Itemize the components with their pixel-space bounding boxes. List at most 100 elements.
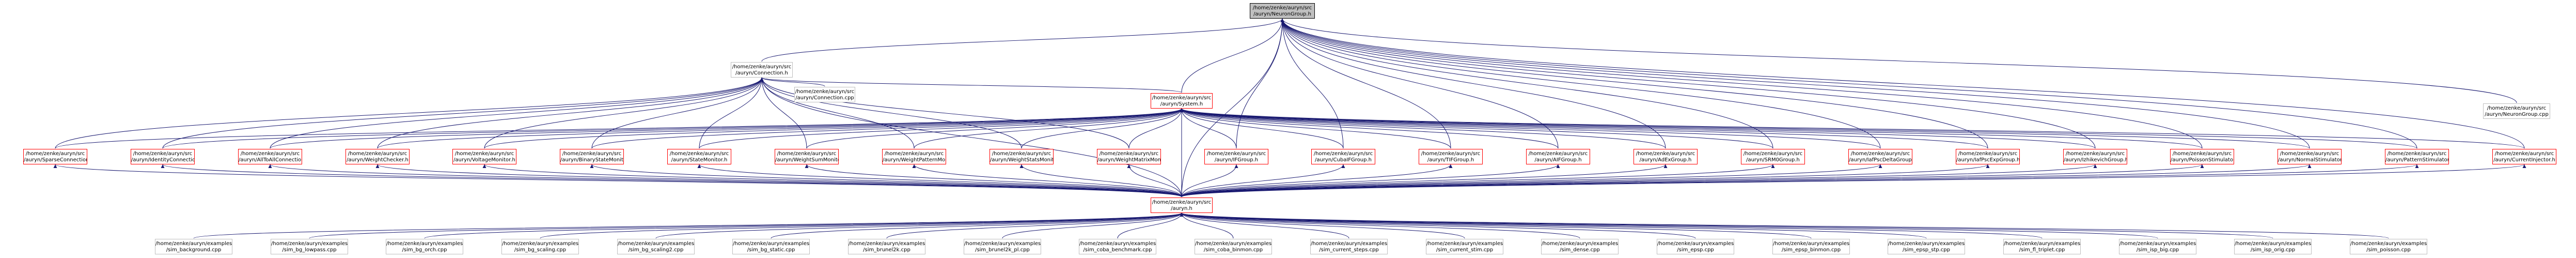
edge-statemonitor-auryn_h (697, 164, 1182, 198)
node-srm0[interactable]: /home/zenke/auryn/src/auryn/SRM0Group.h (1741, 149, 1805, 164)
node-neurongroup-cpp[interactable]: /home/zenke/auryn/src/auryn/NeuronGroup.… (2483, 103, 2550, 119)
node-sim-bg-static[interactable]: /home/zenke/auryn/examples/sim_bg_static… (732, 239, 810, 254)
node-sim-isp-orig[interactable]: /home/zenke/auryn/examples/sim_isp_orig.… (2234, 239, 2312, 254)
node-path-line: /home/zenke/auryn/src (1958, 151, 2018, 157)
node-path-line: /home/zenke/auryn/examples (1195, 241, 1272, 247)
node-file-line: /sim_fl_triplet.cpp (2019, 247, 2065, 253)
edge-neurongroup_h-currentinj (1280, 18, 2525, 149)
edge-system_h-statemonitor (699, 108, 1184, 149)
node-iafexp[interactable]: /home/zenke/auryn/src/auryn/IafPscExpGro… (1956, 149, 2020, 164)
node-weightsum[interactable]: /home/zenke/auryn/src/auryn/WeightSumMon… (775, 149, 839, 164)
node-connection-h[interactable]: /home/zenke/auryn/src/auryn/Connection.h (731, 62, 793, 78)
node-voltagemonitor[interactable]: /home/zenke/auryn/src/auryn/VoltageMonit… (452, 149, 516, 164)
node-system-h[interactable]: /home/zenke/auryn/src/auryn/System.h (1151, 93, 1213, 109)
node-file-line: /auryn/IdentityConnection.h (131, 157, 194, 163)
node-file-line: /auryn/NeuronGroup.h (1253, 11, 1311, 17)
node-weightstats[interactable]: /home/zenke/auryn/src/auryn/WeightStatsM… (989, 149, 1054, 164)
node-weightpattern[interactable]: /home/zenke/auryn/src/auryn/WeightPatter… (882, 149, 946, 164)
node-sim-brunel2k-pl[interactable]: /home/zenke/auryn/examples/sim_brunel2k_… (964, 239, 1041, 254)
node-currentinj[interactable]: /home/zenke/auryn/src/auryn/CurrentInjec… (2492, 149, 2556, 164)
node-file-line: /sim_brunel2k.cpp (863, 247, 910, 253)
edge-neurongroup_h-adex (1280, 18, 1666, 149)
edge-auryn_h-sim_poisson (1180, 213, 2389, 239)
node-file-line: /auryn/Connection.cpp (795, 95, 854, 101)
node-file-line: /auryn/WeightChecker.h (347, 157, 409, 163)
node-izhikevich[interactable]: /home/zenke/auryn/src/auryn/IzhikevichGr… (2063, 149, 2127, 164)
node-sim-current-steps[interactable]: /home/zenke/auryn/examples/sim_current_s… (1310, 239, 1388, 254)
node-statemonitor[interactable]: /home/zenke/auryn/src/auryn/StateMonitor… (667, 149, 731, 164)
edge-weightpattern-auryn_h (912, 164, 1182, 198)
node-sim-brunel2k[interactable]: /home/zenke/auryn/examples/sim_brunel2k.… (848, 239, 925, 254)
node-path-line: /home/zenke/auryn/src (240, 151, 300, 157)
node-sim-epsp-stp[interactable]: /home/zenke/auryn/examples/sim_epsp_stp.… (1888, 239, 1965, 254)
edge-system_h-weightsum (806, 108, 1184, 149)
node-neurongroup-h[interactable]: /home/zenke/auryn/src/auryn/NeuronGroup.… (1250, 3, 1315, 19)
node-sim-isp-big[interactable]: /home/zenke/auryn/examples/sim_isp_big.c… (2119, 239, 2196, 254)
edge-system_h-sparse (55, 108, 1184, 149)
edge-neurongroup_h-izhikevich (1280, 18, 2096, 149)
node-file-line: /sim_epsp_binmon.cpp (1781, 247, 1841, 253)
node-sim-coba-binmon[interactable]: /home/zenke/auryn/examples/sim_coba_binm… (1195, 239, 1272, 254)
edge-system_h-izhikevich (1180, 108, 2096, 149)
node-file-line: /sim_current_stim.cpp (1436, 247, 1494, 253)
edge-connection_h-weightsum (760, 77, 807, 149)
node-sim-fl-triplet[interactable]: /home/zenke/auryn/examples/sim_fl_triple… (2003, 239, 2081, 254)
edge-poisson-auryn_h (1181, 164, 2204, 198)
node-patternstim[interactable]: /home/zenke/auryn/src/auryn/PatternStimu… (2385, 149, 2449, 164)
node-file-line: /auryn/System.h (1160, 101, 1203, 107)
node-weightchecker[interactable]: /home/zenke/auryn/src/auryn/WeightChecke… (345, 149, 410, 164)
node-alltoall[interactable]: /home/zenke/auryn/src/auryn/AllToAllConn… (238, 149, 302, 164)
node-adex[interactable]: /home/zenke/auryn/src/auryn/AdExGroup.h (1633, 149, 1698, 164)
edge-neurongroup_h-system_h (1181, 18, 1284, 93)
node-iafdelta[interactable]: /home/zenke/auryn/src/auryn/IafPscDeltaG… (1848, 149, 1912, 164)
node-sim-dense[interactable]: /home/zenke/auryn/examples/sim_dense.cpp (1541, 239, 1619, 254)
edge-system_h-cubaif (1180, 108, 1344, 149)
edge-neurongroup_h-iafexp (1280, 18, 1988, 149)
edge-auryn_h-sim_isp_big (1180, 213, 2158, 239)
edge-auryn_h-sim_bg_lowpass (309, 213, 1184, 239)
node-path-line: /home/zenke/auryn/examples (1542, 241, 1619, 247)
node-ifgroup[interactable]: /home/zenke/auryn/src/auryn/IFGroup.h (1204, 149, 1268, 164)
node-file-line: /auryn/IafPscExpGroup.h (1956, 157, 2020, 163)
node-file-line: /sim_poisson.cpp (2366, 247, 2411, 253)
node-sim-coba-benchmark[interactable]: /home/zenke/auryn/examples/sim_coba_benc… (1079, 239, 1156, 254)
node-sim-background[interactable]: /home/zenke/auryn/examples/sim_backgroun… (155, 239, 232, 254)
node-path-line: /home/zenke/auryn/examples (502, 241, 579, 247)
node-file-line: /auryn/WeightPatternMonitor.h (883, 157, 946, 163)
node-sim-bg-lowpass[interactable]: /home/zenke/auryn/examples/sim_bg_lowpas… (271, 239, 348, 254)
node-sim-poisson[interactable]: /home/zenke/auryn/examples/sim_poisson.c… (2350, 239, 2427, 254)
node-path-line: /home/zenke/auryn/examples (964, 241, 1041, 247)
node-file-line: /auryn/IzhikevichGroup.h (2064, 157, 2127, 163)
node-path-line: /home/zenke/auryn/src (1099, 151, 1159, 157)
node-path-line: /home/zenke/auryn/src (2494, 151, 2554, 157)
node-file-line: /auryn/StateMonitor.h (671, 157, 728, 163)
edge-system_h-normal (1180, 108, 2310, 149)
edge-identity-auryn_h (161, 164, 1182, 198)
node-weightmatrix[interactable]: /home/zenke/auryn/src/auryn/WeightMatrix… (1097, 149, 1161, 164)
edge-auryn_h-sim_epsp_stp (1180, 213, 1927, 239)
node-sim-epsp-binmon[interactable]: /home/zenke/auryn/examples/sim_epsp_binm… (1772, 239, 1850, 254)
node-file-line: /auryn/CurrentInjector.h (2493, 157, 2555, 163)
node-file-line: /auryn/NormalStimulator.h (2278, 157, 2342, 163)
node-sparse[interactable]: /home/zenke/auryn/src/auryn/SparseConnec… (23, 149, 87, 164)
edge-neurongroup_h-srm0 (1280, 18, 1773, 149)
node-sim-current-stim[interactable]: /home/zenke/auryn/examples/sim_current_s… (1426, 239, 1503, 254)
node-normal[interactable]: /home/zenke/auryn/src/auryn/NormalStimul… (2277, 149, 2342, 164)
node-identity[interactable]: /home/zenke/auryn/src/auryn/IdentityConn… (131, 149, 195, 164)
node-path-line: /home/zenke/auryn/examples (1311, 241, 1388, 247)
node-connection-cpp[interactable]: /home/zenke/auryn/src/auryn/Connection.c… (794, 87, 855, 102)
node-binarystate[interactable]: /home/zenke/auryn/src/auryn/BinaryStateM… (560, 149, 624, 164)
node-file-line: /auryn/Connection.h (735, 70, 788, 76)
node-poisson[interactable]: /home/zenke/auryn/src/auryn/PoissonStimu… (2170, 149, 2234, 164)
node-tifgroup[interactable]: /home/zenke/auryn/src/auryn/TIFGroup.h (1419, 149, 1483, 164)
node-sim-bg-orch[interactable]: /home/zenke/auryn/examples/sim_bg_orch.c… (386, 239, 463, 254)
node-sim-bg-scaling[interactable]: /home/zenke/auryn/examples/sim_bg_scalin… (501, 239, 579, 254)
node-aifgroup[interactable]: /home/zenke/auryn/src/auryn/AIFGroup.h (1526, 149, 1590, 164)
node-sim-bg-scaling2[interactable]: /home/zenke/auryn/examples/sim_bg_scalin… (617, 239, 695, 254)
node-file-line: /sim_isp_orig.cpp (2250, 247, 2296, 253)
node-auryn-h[interactable]: /home/zenke/auryn/src/auryn.h (1151, 198, 1213, 213)
edge-connection_h-statemonitor (699, 77, 764, 149)
node-cubaif[interactable]: /home/zenke/auryn/src/auryn/CubaIFGroup.… (1311, 149, 1375, 164)
node-sim-epsp[interactable]: /home/zenke/auryn/examples/sim_epsp.cpp (1657, 239, 1734, 254)
edge-system_h-identity (162, 108, 1184, 149)
